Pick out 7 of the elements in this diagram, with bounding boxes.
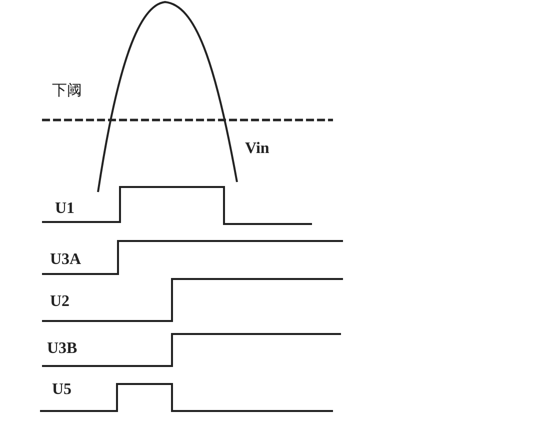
threshold-label: 下阈 [52, 82, 82, 100]
signal-label: U5 [52, 381, 72, 399]
signal-label: U3A [50, 251, 82, 269]
signal-label: U3B [47, 340, 78, 358]
signal-label: Vin [245, 140, 270, 158]
signal-label: U2 [50, 293, 70, 311]
signal-label: U1 [55, 200, 75, 218]
